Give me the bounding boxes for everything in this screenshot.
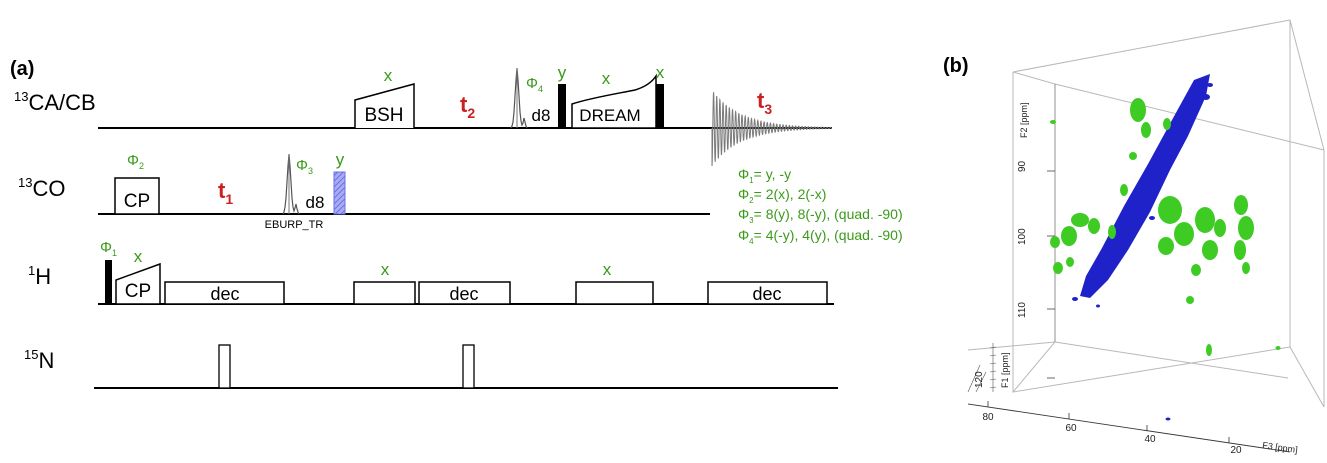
panel-a-label: (a): [10, 58, 34, 80]
n-pulse-2: [462, 344, 475, 389]
phase-cycle-4: Φ4= 4(-y), 4(y), (quad. -90): [738, 227, 903, 246]
h-cp-block: [115, 262, 161, 305]
h-cp-phase: x: [134, 247, 143, 266]
channel-co: 13CO CP Φ2 t1 Φ3 d8 EBURP_TR y: [18, 150, 710, 231]
h-dec-block-3: [707, 281, 828, 305]
h-pulse-block-3: [575, 281, 654, 305]
h-dec-label-2: dec: [449, 284, 478, 304]
co-refocus-phase: y: [336, 150, 345, 169]
h-dec-block-1: [164, 281, 285, 305]
h-cp-label: CP: [125, 281, 151, 302]
f3-tick-80: 80: [982, 412, 994, 423]
channel-n-label: 15N: [24, 347, 54, 373]
ca-hard-pulse-1: [558, 84, 566, 128]
h-dec-block-2: [418, 281, 511, 305]
f3-tick-40: 40: [1144, 434, 1156, 445]
phi1-label: Φ1: [100, 239, 117, 258]
f3-tick-60: 60: [1065, 423, 1077, 434]
panel-b: (b) F2 [ppm] 90 100 110: [943, 19, 1325, 456]
channel-ca-cb-label: 13CA/CB: [14, 89, 96, 115]
t3-delay: t3: [757, 88, 772, 117]
co-cp-label: CP: [124, 191, 150, 212]
phase-cycle-1: Φ1= y, -y: [738, 166, 791, 185]
ca-hard-pulse-2-phase: x: [656, 63, 665, 82]
f2-tick-110: 110: [1017, 302, 1028, 318]
f1-axis-label: F1 [ppm]: [1000, 352, 1010, 388]
bsh-pulse: [354, 83, 415, 128]
n-pulse-1: [218, 344, 231, 389]
channel-ca-cb: 13CA/CB BSH x t2 Φ4 d8 y DREAM x x t3: [14, 63, 833, 167]
h-pulse-block-2-phase: x: [381, 260, 390, 279]
panel-b-label: (b): [943, 55, 969, 77]
phi2-label: Φ2: [127, 152, 144, 171]
fid-signal: [711, 92, 833, 167]
panel-a: (a) 13CA/CB BSH x t2 Φ4 d8 y DREAM x x t…: [10, 58, 903, 389]
bsh-label: BSH: [364, 105, 403, 126]
d8-label-ca: d8: [532, 106, 551, 125]
h-90-pulse: [105, 260, 112, 304]
h-dec-label-1: dec: [210, 284, 239, 304]
f2-tick-100: 100: [1017, 228, 1028, 245]
phase-cycle-3: Φ3= 8(y), 8(-y), (quad. -90): [738, 206, 903, 225]
t1-delay: t1: [218, 178, 233, 207]
f2-axis: [1047, 84, 1056, 379]
h-dec-label-3: dec: [752, 284, 781, 304]
eburp-pulse: [282, 153, 300, 215]
h-pulse-block-3-phase: x: [603, 260, 612, 279]
channel-h-label: 1H: [28, 263, 51, 289]
h-pulse-block-2: [353, 281, 416, 305]
phi3-label: Φ3: [296, 157, 313, 176]
ca-hard-pulse-2: [656, 84, 664, 128]
phi4-label: Φ4: [526, 75, 543, 94]
dream-label: DREAM: [579, 106, 640, 125]
f3-axis-label: F3 [ppm]: [1262, 440, 1299, 455]
dream-phase: x: [602, 69, 611, 88]
fid-waveform: [711, 92, 833, 167]
phase-cycle-list: Φ1= y, -y Φ2= 2(x), 2(-x) Φ3= 8(y), 8(-y…: [738, 166, 903, 246]
cross-peaks: [1050, 98, 1281, 356]
ca-hard-pulse-1-phase: y: [558, 63, 567, 82]
f3-tick-20: 20: [1230, 445, 1242, 456]
dream-pulse: [571, 73, 657, 129]
t2-delay: t2: [460, 92, 475, 121]
f2-axis-label: F2 [ppm]: [1019, 102, 1029, 138]
co-refocus-pulse: [333, 171, 346, 215]
channel-co-label: 13CO: [18, 175, 65, 201]
channel-n: 15N: [24, 344, 838, 389]
channel-h: 1H Φ1 CP x dec x dec x dec: [28, 239, 834, 305]
co-cp-block: [114, 177, 160, 215]
selective-pulse-ca: [510, 67, 528, 129]
f1-axis-ruler: [967, 343, 997, 393]
f2-tick-120: 120: [974, 371, 985, 388]
bsh-phase: x: [384, 66, 393, 85]
diagonal-peaks: [1072, 74, 1213, 421]
f3-axis: [967, 401, 1291, 453]
phase-cycle-2: Φ2= 2(x), 2(-x): [738, 186, 826, 205]
f2-tick-90: 90: [1017, 160, 1028, 172]
d8-label-co: d8: [306, 193, 325, 212]
eburp-label: EBURP_TR: [265, 219, 324, 231]
